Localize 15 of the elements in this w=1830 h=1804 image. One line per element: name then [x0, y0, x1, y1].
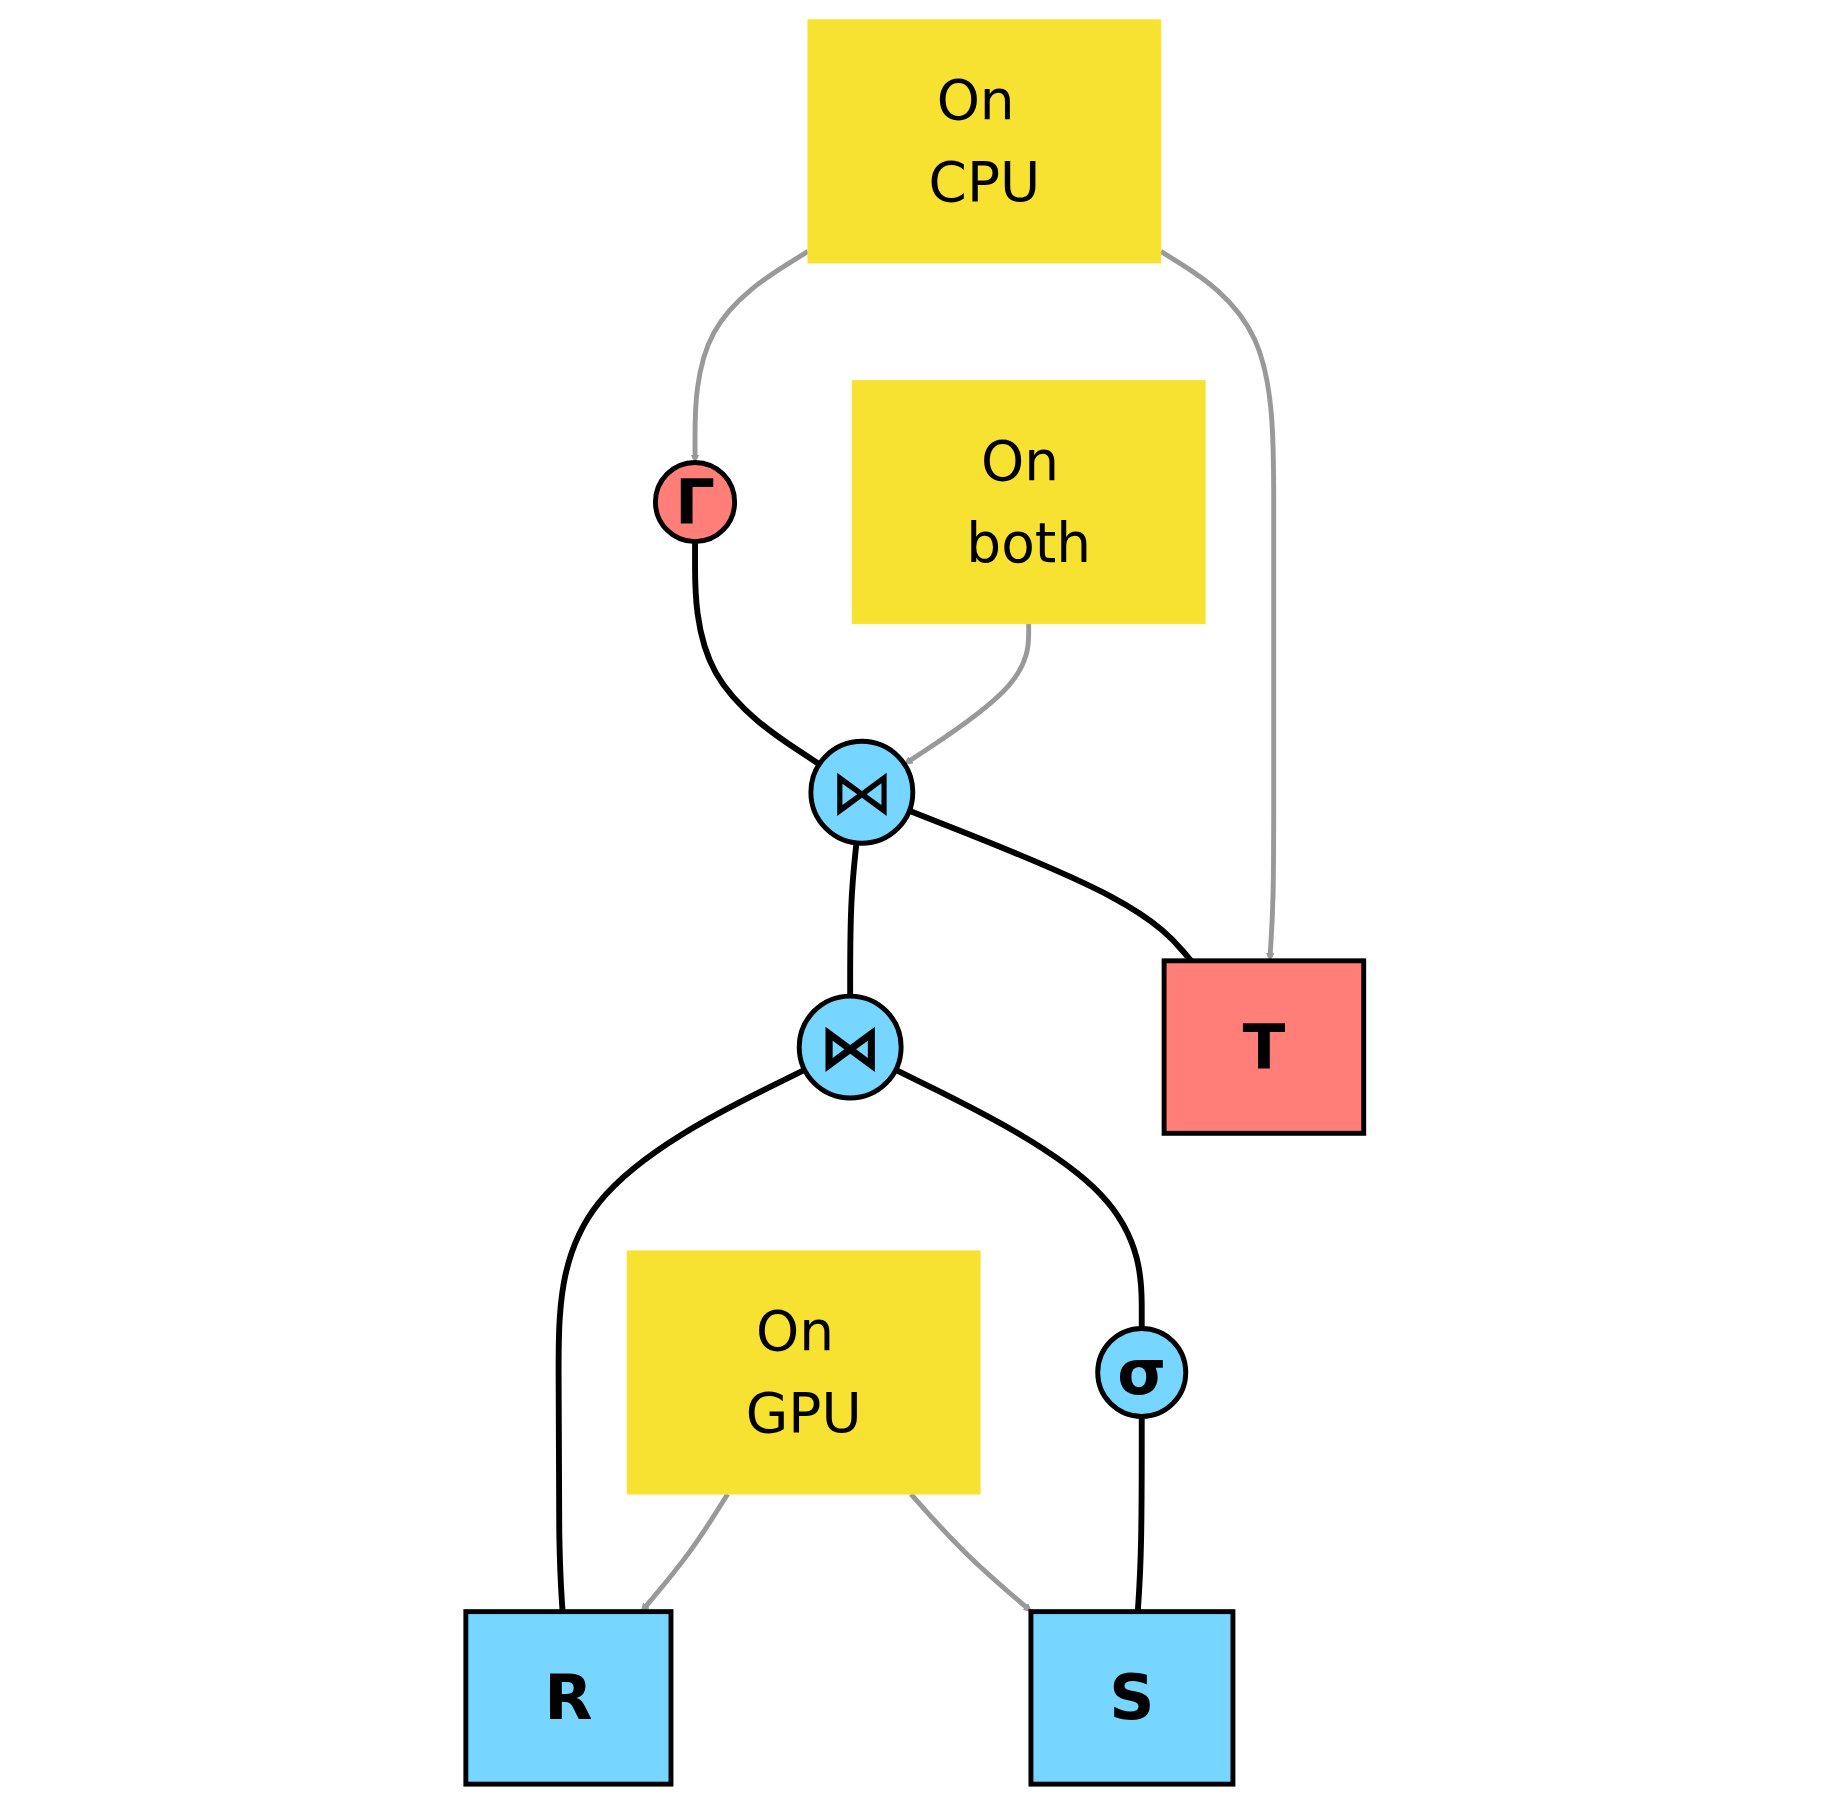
node-box: On GPU [626, 1250, 981, 1495]
node-box: S [1028, 1609, 1236, 1787]
node-box: T [1161, 958, 1367, 1136]
connector [1135, 1416, 1145, 1612]
node-box: R [463, 1609, 674, 1787]
arrow [904, 623, 1032, 765]
node-circle: ⋈ [796, 993, 904, 1101]
connector [555, 1067, 807, 1612]
node-box: On both [851, 380, 1206, 625]
node-circle: Γ [653, 460, 738, 545]
node-circle: ⋈ [808, 738, 916, 846]
node-box: On CPU [807, 19, 1162, 264]
connector [847, 842, 860, 997]
node-circle: σ [1095, 1326, 1189, 1419]
connector [692, 541, 822, 767]
